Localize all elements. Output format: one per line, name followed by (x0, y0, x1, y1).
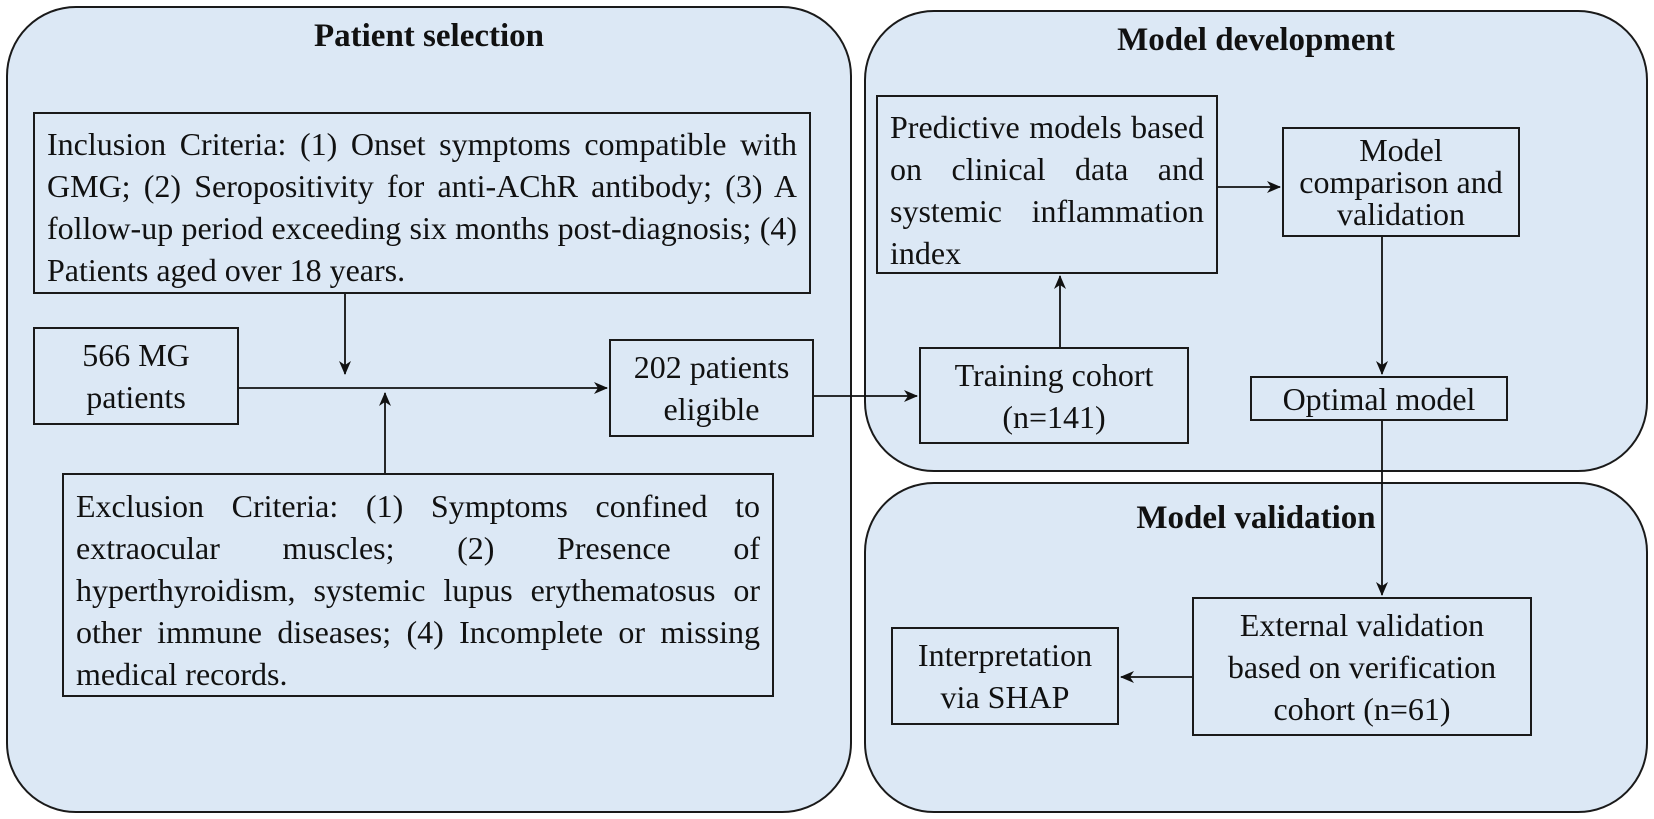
model-development-title: Model development (1117, 22, 1395, 58)
model-validation-title: Model validation (1136, 500, 1376, 536)
interpretation-box: Interpretation via SHAP (891, 627, 1119, 725)
exclusion-criteria-box: Exclusion Criteria: (1) Symptoms confine… (62, 473, 774, 697)
training-cohort-box: Training cohort (n=141) (919, 347, 1189, 444)
external-validation-box: External validation based on verificatio… (1192, 597, 1532, 736)
predictive-models-box: Predictive models based on clinical data… (876, 95, 1218, 274)
patient-selection-title: Patient selection (313, 18, 545, 54)
model-comparison-box: Model comparison and validation (1282, 127, 1520, 237)
mg-patients-box: 566 MG patients (33, 327, 239, 425)
inclusion-criteria-box: Inclusion Criteria: (1) Onset symptoms c… (33, 112, 811, 294)
optimal-model-box: Optimal model (1250, 376, 1508, 421)
eligible-patients-box: 202 patients eligible (609, 339, 814, 437)
